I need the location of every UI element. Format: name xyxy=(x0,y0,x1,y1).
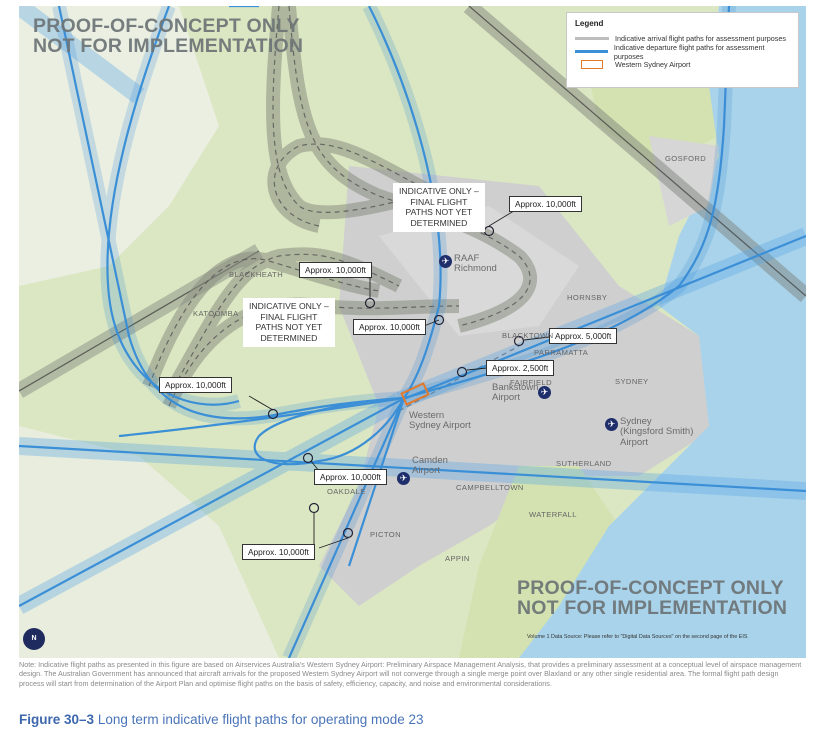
airport-label: Sydney xyxy=(620,416,652,427)
figure-caption: Figure 30–3 Long term indicative flight … xyxy=(19,712,424,727)
note-line: FINAL FLIGHT xyxy=(410,196,468,207)
airport-plane-icon: ✈ xyxy=(605,418,618,431)
data-source-text: Volume 1 Data Source: Please refer to "D… xyxy=(527,634,748,640)
altitude-callout: Approx. 10,000ft xyxy=(314,469,387,485)
indicative-note-west: INDICATIVE ONLY – FINAL FLIGHT PATHS NOT… xyxy=(243,298,335,347)
legend-title: Legend xyxy=(575,19,604,28)
airport-kingsford-smith: Sydney (Kingsford Smith) Airport xyxy=(620,416,694,448)
altitude-callout: Approx. 10,000ft xyxy=(509,196,582,212)
airport-label: Airport xyxy=(412,465,440,477)
place-campbelltown: CAMPBELLTOWN xyxy=(456,483,524,492)
airport-raaf-richmond: RAAF Richmond xyxy=(454,253,497,275)
legend-label: Indicative arrival flight paths for asse… xyxy=(615,34,786,43)
place-parramatta: PARRAMATTA xyxy=(534,348,589,357)
altitude-callout: Approx. 2,500ft xyxy=(486,360,555,376)
north-arrow-icon: N xyxy=(23,628,45,650)
airport-label: Airport xyxy=(620,436,648,448)
note-line: PATHS NOT YET xyxy=(405,207,473,218)
watermark-bottom: PROOF-OF-CONCEPT ONLY NOT FOR IMPLEMENTA… xyxy=(517,578,787,619)
indicative-note-north: INDICATIVE ONLY – FINAL FLIGHT PATHS NOT… xyxy=(393,183,485,232)
airport-western-sydney: Western Sydney Airport xyxy=(409,410,471,432)
airport-label: Airport xyxy=(492,392,520,404)
airport-label: Sydney Airport xyxy=(409,420,471,432)
map-legend: Legend Indicative arrival flight paths f… xyxy=(566,12,799,88)
note-line: DETERMINED xyxy=(410,218,468,229)
place-gosford: GOSFORD xyxy=(665,154,707,163)
place-blacktown: BLACKTOWN xyxy=(502,331,554,340)
figure-note: Note: Indicative flight paths as present… xyxy=(19,660,802,688)
note-line: INDICATIVE ONLY – xyxy=(399,186,479,196)
altitude-callout: Approx. 10,000ft xyxy=(353,319,426,335)
flight-path-map: PROOF-OF-CONCEPT ONLY NOT FOR IMPLEMENTA… xyxy=(19,6,806,658)
airport-camden: Camden Airport xyxy=(412,455,448,477)
place-sydney: SYDNEY xyxy=(615,377,649,386)
note-line: FINAL FLIGHT xyxy=(260,311,318,322)
departure-line-swatch-icon xyxy=(575,50,608,53)
note-line: PATHS NOT YET xyxy=(255,322,323,333)
place-sutherland: SUTHERLAND xyxy=(556,459,612,468)
altitude-callout: Approx. 10,000ft xyxy=(159,377,232,393)
figure-title: Long term indicative flight paths for op… xyxy=(97,712,424,727)
watermark-top-line-1: PROOF-OF-CONCEPT ONLY xyxy=(33,15,300,37)
watermark-bottom-line-1: PROOF-OF-CONCEPT ONLY xyxy=(517,577,784,599)
airport-label: Bankstown xyxy=(492,382,539,393)
watermark-top: PROOF-OF-CONCEPT ONLY NOT FOR IMPLEMENTA… xyxy=(33,16,303,57)
arrival-line-swatch-icon xyxy=(575,37,609,40)
altitude-callout: Approx. 5,000ft xyxy=(549,328,618,344)
airport-outline-swatch-icon xyxy=(581,60,603,69)
altitude-callout: Approx. 10,000ft xyxy=(299,262,372,278)
place-appin: APPIN xyxy=(445,554,470,563)
place-blackheath: BLACKHEATH xyxy=(229,270,284,279)
place-fairfield: FAIRFIELD xyxy=(510,378,552,387)
note-line: DETERMINED xyxy=(260,333,318,344)
place-waterfall: WATERFALL xyxy=(529,510,577,519)
legend-item-arrival: Indicative arrival flight paths for asse… xyxy=(575,32,790,45)
airport-label: Camden xyxy=(412,455,448,466)
legend-item-departure: Indicative departure flight paths for as… xyxy=(575,42,790,61)
figure-number: Figure 30–3 xyxy=(19,712,95,727)
airport-plane-icon: ✈ xyxy=(397,472,410,485)
place-katoomba: KATOOMBA xyxy=(193,309,239,318)
place-picton: PICTON xyxy=(370,530,401,539)
place-oakdale: OAKDALE xyxy=(327,487,366,496)
watermark-top-line-2: NOT FOR IMPLEMENTATION xyxy=(33,35,304,58)
airport-label: RAAF xyxy=(454,253,480,264)
legend-label: Western Sydney Airport xyxy=(615,60,691,69)
map-base-layer xyxy=(19,6,806,658)
airport-plane-icon: ✈ xyxy=(439,255,452,268)
note-line: INDICATIVE ONLY – xyxy=(249,301,329,311)
airport-plane-icon: ✈ xyxy=(538,386,551,399)
watermark-bottom-line-2: NOT FOR IMPLEMENTATION xyxy=(517,597,788,620)
legend-item-airport: Western Sydney Airport xyxy=(575,58,790,71)
airport-bankstown: Bankstown Airport xyxy=(492,382,539,404)
place-hornsby: HORNSBY xyxy=(567,293,608,302)
legend-label: Indicative departure flight paths for as… xyxy=(613,42,765,61)
altitude-callout: Approx. 10,000ft xyxy=(242,544,315,560)
airport-label: (Kingsford Smith) xyxy=(620,426,694,438)
airport-label: Richmond xyxy=(454,263,497,275)
airport-label: Western xyxy=(409,410,445,421)
